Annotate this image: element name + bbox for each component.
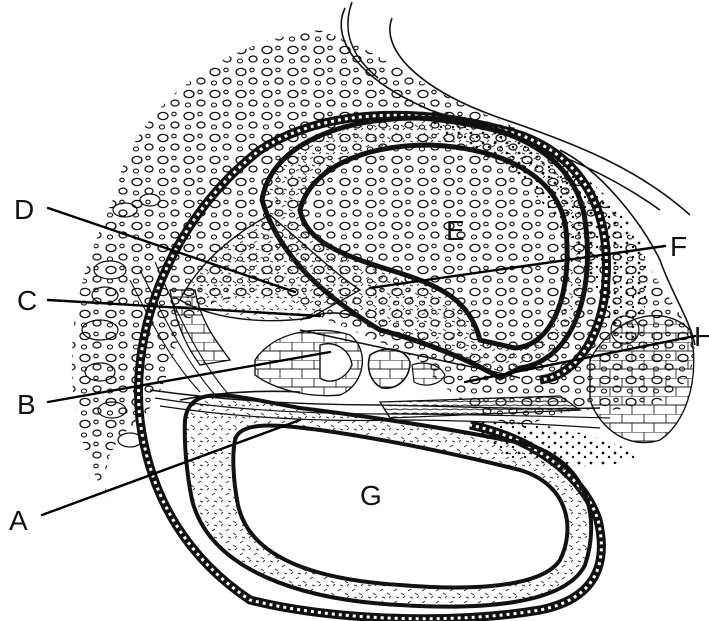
- label-d: D: [14, 194, 34, 225]
- label-e: E: [446, 215, 465, 246]
- label-h: H: [694, 321, 709, 352]
- label-c: C: [17, 285, 37, 316]
- label-g: G: [360, 480, 382, 511]
- label-f: F: [670, 231, 687, 262]
- label-b: B: [17, 389, 36, 420]
- label-a: A: [9, 505, 28, 536]
